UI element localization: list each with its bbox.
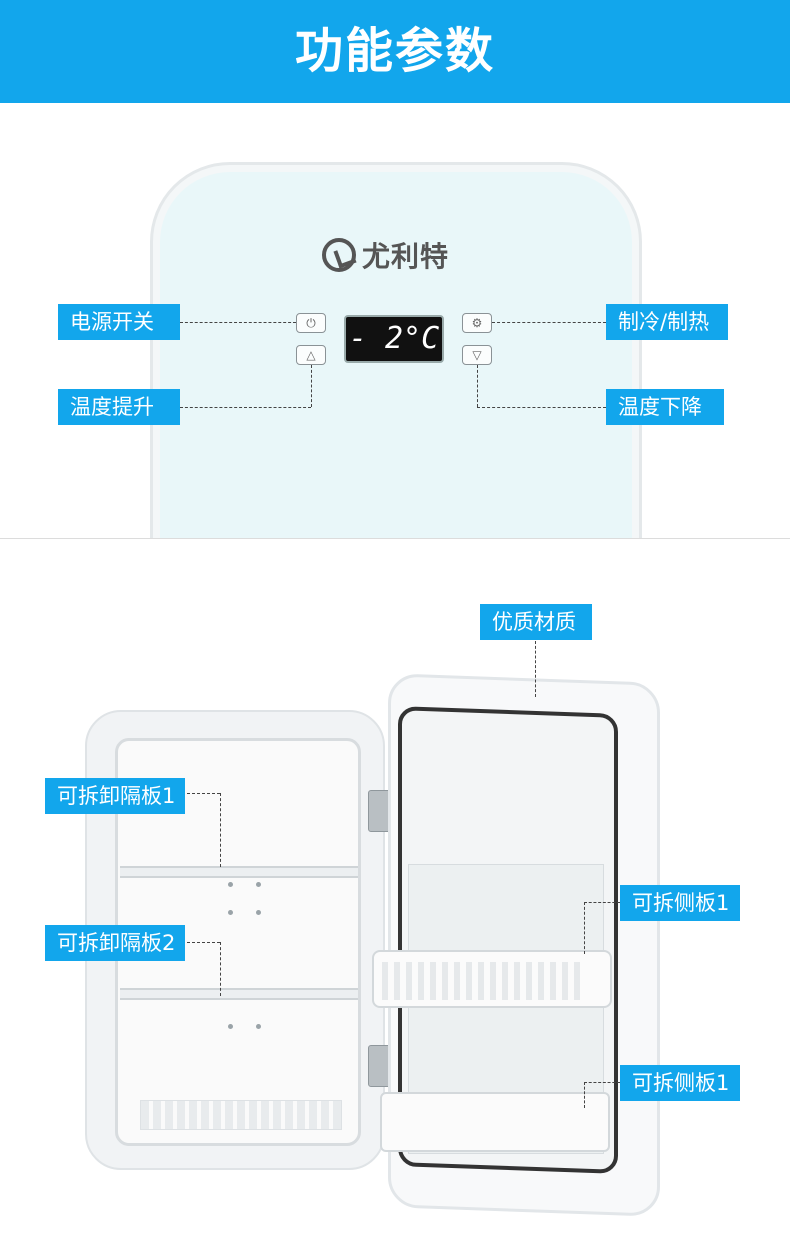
- header-banner: 功能参数: [0, 0, 790, 103]
- temp-down-leader-line: [477, 407, 606, 408]
- removable-shelf-1: [120, 866, 358, 878]
- brand-logo: 尤利特: [322, 234, 449, 276]
- shelf2-leader-vertical: [220, 942, 221, 996]
- temperature-display: - 2°C: [344, 315, 444, 363]
- label-side-panel-a: 可拆侧板1: [620, 885, 740, 921]
- power-leader-line: [180, 322, 296, 323]
- temp-down-leader-vertical: [477, 365, 478, 407]
- material-leader-line: [535, 641, 536, 697]
- side-panel-a-leader-horizontal: [584, 902, 620, 903]
- label-temp-down: 温度下降: [606, 389, 724, 425]
- side-panel-b-leader-horizontal: [584, 1082, 620, 1083]
- screw: [228, 910, 233, 915]
- screw: [228, 1024, 233, 1029]
- label-shelf-1: 可拆卸隔板1: [45, 778, 185, 814]
- page-title: 功能参数: [294, 23, 495, 79]
- label-shelf-2: 可拆卸隔板2: [45, 925, 185, 961]
- label-temp-up: 温度提升: [58, 389, 180, 425]
- temperature-readout: - 2°C: [348, 321, 440, 356]
- triangle-down-icon: ▽: [472, 348, 482, 362]
- brand-logo-text: 尤利特: [362, 240, 450, 273]
- temp-up-leader-vertical: [311, 365, 312, 407]
- cool-heat-leader-line: [492, 322, 606, 323]
- shelf1-leader-vertical: [220, 793, 221, 867]
- temp-down-button[interactable]: ▽: [462, 345, 492, 365]
- brand-logo-icon: [322, 238, 356, 272]
- screw: [256, 910, 261, 915]
- screw: [256, 882, 261, 887]
- fridge-vent: [140, 1100, 342, 1130]
- removable-shelf-2: [120, 988, 358, 1000]
- label-power: 电源开关: [58, 304, 180, 340]
- gear-icon: ⚙: [471, 316, 483, 330]
- screw: [256, 1024, 261, 1029]
- door-bottom-tray: [380, 1092, 610, 1152]
- side-panel-a-leader-vertical: [584, 902, 585, 954]
- section-divider: [0, 538, 790, 539]
- label-material: 优质材质: [480, 604, 592, 640]
- door-shelf-grid: [382, 962, 582, 1000]
- power-button[interactable]: ⏻: [296, 313, 326, 333]
- power-icon: ⏻: [306, 315, 316, 330]
- side-panel-b-leader-vertical: [584, 1082, 585, 1108]
- temp-up-button[interactable]: △: [296, 345, 326, 365]
- triangle-up-icon: △: [306, 348, 316, 362]
- temp-up-leader-line: [180, 407, 311, 408]
- label-cool-heat: 制冷/制热: [606, 304, 728, 340]
- cool-heat-button[interactable]: ⚙: [462, 313, 492, 333]
- shelf1-leader-horizontal: [182, 793, 220, 794]
- label-side-panel-b: 可拆侧板1: [620, 1065, 740, 1101]
- screw: [228, 882, 233, 887]
- shelf2-leader-horizontal: [182, 942, 220, 943]
